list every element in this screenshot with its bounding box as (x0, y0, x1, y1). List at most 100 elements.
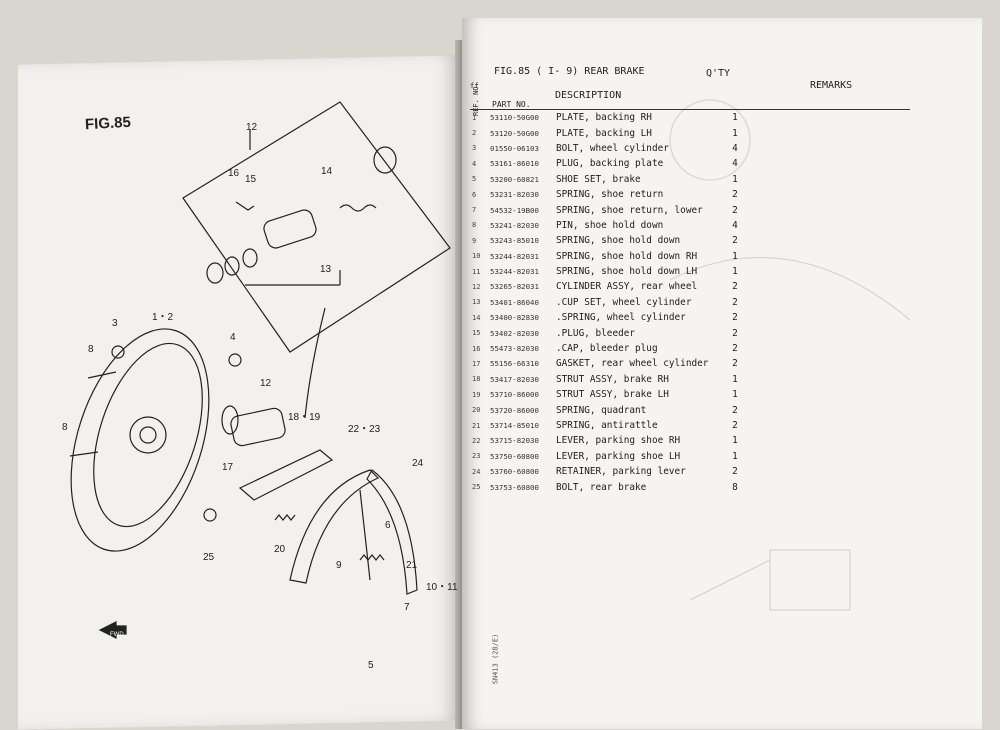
part-no-cell: 53243-85010 (490, 236, 539, 246)
part-no-cell: 55156-66310 (490, 359, 539, 369)
ref-no-cell: 21 (472, 421, 481, 430)
ref-no-cell: 10 (472, 252, 481, 261)
description-cell: SPRING, shoe return (556, 189, 664, 201)
part-no-cell: 53715-82030 (490, 436, 539, 446)
description-header: DESCRIPTION (555, 90, 622, 101)
ref-no-cell: 2 (472, 129, 477, 138)
description-cell: STRUT ASSY, brake LH (556, 389, 669, 401)
callout: 20 (274, 544, 286, 555)
ref-no-cell: 25 (472, 483, 481, 492)
figure-header: FIG.85 ( I- 9) REAR BRAKE (494, 66, 645, 77)
table-row: 12 53265-82031 CYLINDER ASSY, rear wheel 2 (472, 279, 742, 294)
page-footer: SN413 (28/E) (491, 633, 500, 685)
qty-cell: 4 (732, 219, 738, 231)
qty-cell: 8 (732, 481, 738, 493)
part-no-cell: 53265-82031 (490, 282, 539, 292)
ref-no-cell: 19 (472, 390, 481, 399)
description-cell: GASKET, rear wheel cylinder (556, 358, 709, 370)
part-no-cell: 53244-82031 (490, 267, 539, 277)
brake-shoe-icon (289, 469, 380, 584)
ref-no-cell: 8 (472, 221, 477, 230)
inset-frame (182, 101, 451, 353)
part-no-cell: 53402-82030 (490, 328, 539, 338)
description-cell: PLATE, backing LH (556, 127, 652, 139)
ref-no-cell: 4 (472, 159, 477, 168)
qty-cell: 1 (732, 373, 738, 385)
description-cell: SHOE SET, brake (556, 173, 641, 185)
part-no-cell: 53417-82030 (490, 374, 539, 384)
exploded-brake-diagram: 12 16 15 14 13 3 1・2 4 8 8 12 18・19 22・2… (62, 101, 458, 671)
callout: 12 (246, 122, 258, 133)
qty-cell: 4 (732, 158, 738, 170)
qty-cell: 2 (732, 281, 738, 293)
callout: 9 (336, 560, 342, 571)
description-cell: PLUG, backing plate (556, 158, 664, 170)
ref-no-cell: 15 (472, 329, 481, 338)
part-no-cell: 01550-06103 (490, 143, 539, 153)
callout: 10・11 (426, 582, 458, 593)
backing-plate-icon (70, 328, 210, 552)
ref-no-cell: 1 (472, 113, 477, 122)
callout: 4 (230, 332, 236, 343)
qty-cell: 4 (732, 142, 738, 154)
table-row: 25 53753-60800 BOLT, rear brake 8 (472, 479, 742, 494)
part-no-cell: 53244-82031 (490, 251, 539, 261)
description-cell: CYLINDER ASSY, rear wheel (556, 281, 698, 293)
qty-cell: 1 (732, 112, 738, 124)
cylinder-piston-icon (373, 146, 397, 174)
callout: 3 (112, 318, 118, 329)
callout: 6 (385, 520, 391, 531)
callout: 22・23 (348, 424, 381, 435)
bleed-through-drawing (669, 99, 911, 611)
callout: 12 (260, 378, 272, 389)
ref-no-cell: 14 (472, 313, 481, 322)
qty-header: Q'TY (706, 68, 731, 79)
description-cell: .CAP, bleeder plug (556, 343, 658, 355)
qty-cell: 1 (732, 389, 738, 401)
ref-no-cell: 5 (472, 175, 477, 184)
qty-cell: 2 (732, 404, 738, 416)
part-no-cell: 53753-60800 (490, 482, 539, 492)
qty-cell: 2 (732, 466, 738, 478)
description-cell: BOLT, rear brake (556, 481, 647, 493)
description-cell: BOLT, wheel cylinder (556, 142, 669, 154)
callout: 14 (321, 166, 333, 177)
bleeder-icon (235, 201, 255, 211)
part-no-cell: 53161-86010 (490, 159, 539, 169)
callout: 16 (228, 168, 240, 179)
callout: 21 (406, 560, 418, 571)
callout: 8 (88, 344, 94, 355)
callout: 5 (368, 660, 374, 671)
qty-cell: 2 (732, 420, 738, 431)
callout: 15 (245, 174, 257, 185)
ref-no-cell: 22 (472, 436, 481, 445)
qty-cell: 2 (732, 235, 738, 247)
part-no-cell: 53110-50G00 (490, 113, 539, 123)
spring-icon (339, 204, 377, 212)
right-page (462, 18, 982, 729)
qty-cell: 2 (732, 312, 738, 324)
description-cell: PLATE, backing RH (556, 112, 652, 124)
description-cell: SPRING, quadrant (556, 404, 647, 416)
callout: 13 (320, 264, 332, 275)
qty-cell: 1 (732, 173, 738, 185)
ref-no-cell: 12 (472, 282, 481, 291)
part-no-cell: 54532-19B00 (490, 205, 539, 215)
remarks-header: REMARKS (810, 80, 853, 91)
description-cell: SPRING, antirattle (556, 420, 658, 431)
part-no-cell: 53714-85010 (490, 421, 539, 430)
qty-cell: 1 (732, 450, 738, 462)
ref-no-cell: 11 (472, 267, 481, 276)
part-no-cell: 53241-82030 (490, 220, 539, 230)
